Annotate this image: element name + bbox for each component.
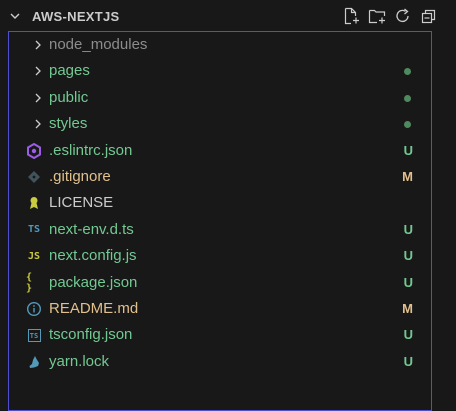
item-label: next.config.js <box>49 247 137 265</box>
git-status-badge: U <box>403 248 413 264</box>
item-label: styles <box>49 115 88 133</box>
eslint-icon <box>26 142 42 159</box>
typescript-icon: TS <box>27 224 41 236</box>
status-dot <box>404 94 411 102</box>
explorer-header[interactable]: AWS-NEXTJS <box>0 0 456 32</box>
chevron-right-icon[interactable] <box>33 66 43 76</box>
license-icon <box>26 195 42 211</box>
tsconfig-icon: TS <box>26 327 42 343</box>
item-label: README.md <box>49 300 139 317</box>
file-item[interactable]: { } package.json U <box>9 270 431 296</box>
status-dot <box>404 121 411 129</box>
item-label: pages <box>49 62 90 80</box>
item-label: tsconfig.json <box>49 326 133 344</box>
chevron-right-icon[interactable] <box>33 93 43 103</box>
file-item[interactable]: .gitignore M <box>9 164 431 190</box>
file-item[interactable]: TS tsconfig.json U <box>9 322 431 348</box>
folder-item[interactable]: pages <box>9 58 431 84</box>
explorer-actions <box>342 7 438 25</box>
folder-item[interactable]: node_modules <box>9 32 431 58</box>
new-file-icon[interactable] <box>342 7 360 25</box>
git-status-badge: U <box>403 327 413 343</box>
git-status-badge: U <box>403 142 413 158</box>
info-icon <box>26 301 42 317</box>
item-label: next-env.d.ts <box>49 220 134 238</box>
refresh-icon[interactable] <box>394 7 412 25</box>
javascript-icon: JS <box>27 250 41 262</box>
item-label: public <box>49 88 89 106</box>
git-status-badge: M <box>402 301 413 316</box>
item-label: yarn.lock <box>49 352 110 370</box>
yarn-icon <box>26 354 42 370</box>
folder-item[interactable]: public <box>9 85 431 111</box>
file-item[interactable]: .eslintrc.json U <box>9 138 431 164</box>
item-label: .gitignore <box>49 168 111 185</box>
explorer-title: AWS-NEXTJS <box>32 9 120 24</box>
folder-item[interactable]: styles <box>9 111 431 137</box>
item-label: node_modules <box>49 36 148 53</box>
collapse-all-icon[interactable] <box>420 7 438 25</box>
chevron-right-icon[interactable] <box>33 119 43 129</box>
item-label: LICENSE <box>49 194 114 212</box>
item-label: .eslintrc.json <box>49 141 133 159</box>
git-status-badge: U <box>403 274 413 290</box>
chevron-right-icon[interactable] <box>33 40 43 50</box>
file-item[interactable]: README.md M <box>9 296 431 322</box>
new-folder-icon[interactable] <box>368 7 386 25</box>
file-item[interactable]: TS next-env.d.ts U <box>9 217 431 243</box>
json-icon: { } <box>26 271 33 294</box>
git-status-badge: U <box>403 353 413 369</box>
git-icon <box>26 169 42 185</box>
chevron-down-icon[interactable] <box>10 11 20 21</box>
git-status-badge: U <box>403 221 413 237</box>
status-dot <box>404 68 411 76</box>
file-item[interactable]: LICENSE <box>9 190 431 216</box>
file-item[interactable]: JS next.config.js U <box>9 243 431 269</box>
file-item[interactable]: yarn.lock U <box>9 349 431 375</box>
git-status-badge: M <box>402 169 413 184</box>
item-label: package.json <box>49 273 138 291</box>
